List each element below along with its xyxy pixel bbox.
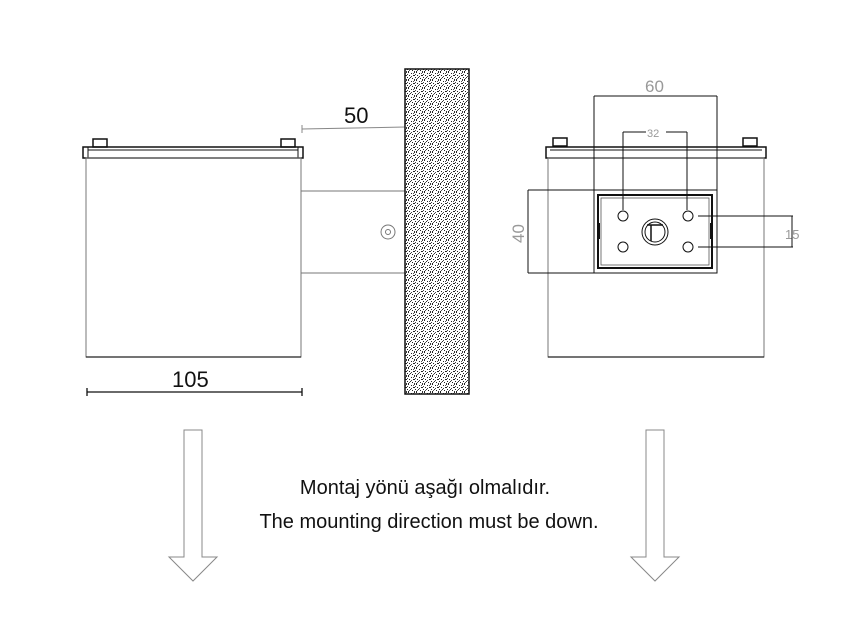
mount-hole <box>682 241 694 253</box>
note-english: The mounting direction must be down. <box>259 511 598 533</box>
dim-label-60: 60 <box>645 77 664 96</box>
mounting-plate-outline <box>593 189 718 274</box>
dim-line-50 <box>301 126 406 130</box>
dim-label-40: 40 <box>509 224 528 243</box>
wall-section <box>404 68 470 395</box>
back-view: 60 32 15 40 <box>509 77 799 358</box>
dim-label-32: 32 <box>647 128 659 140</box>
screw-icon <box>380 224 396 240</box>
mount-hole <box>682 210 694 222</box>
dim-label-50: 50 <box>344 103 368 128</box>
top-cap <box>545 146 767 159</box>
fixture-body <box>85 157 302 358</box>
fixture-body <box>547 157 765 358</box>
mounting-plate <box>597 194 713 269</box>
top-bump-right <box>280 138 296 148</box>
mount-hole <box>617 241 629 253</box>
dim-label-15: 15 <box>785 227 799 242</box>
top-bump-left <box>92 138 108 148</box>
down-arrow-icon <box>629 429 681 582</box>
cable-entry-icon <box>641 218 669 246</box>
side-view: 50 105 <box>82 103 406 396</box>
top-cap <box>82 146 304 159</box>
top-bump-left <box>552 137 568 147</box>
down-arrow-icon <box>167 429 219 582</box>
top-bump-right <box>742 137 758 147</box>
dim-label-105: 105 <box>172 367 209 392</box>
note-turkish: Montaj yönü aşağı olmalıdır. <box>300 477 550 499</box>
mount-hole <box>617 210 629 222</box>
